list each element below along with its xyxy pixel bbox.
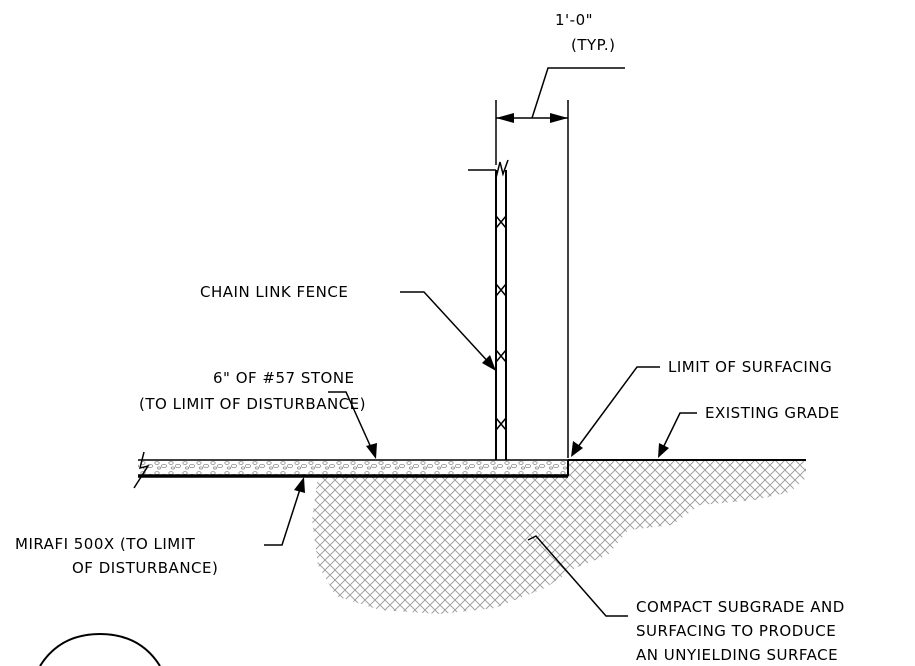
stone-label-sub: (TO LIMIT OF DISTURBANCE) xyxy=(139,395,366,413)
detail-callout-circle xyxy=(39,632,161,666)
existing-grade-label: EXISTING GRADE xyxy=(705,404,840,422)
fence-post xyxy=(468,159,509,460)
compact-subgrade-label-2: SURFACING TO PRODUCE xyxy=(636,622,836,640)
mirafi-label: MIRAFI 500X (TO LIMIT xyxy=(15,535,196,553)
mirafi-label-sub: OF DISTURBANCE) xyxy=(72,559,218,577)
dimension-typ-label: (TYP.) xyxy=(571,36,616,54)
stone-layer xyxy=(138,460,568,476)
dimension-line xyxy=(495,67,625,458)
chain-link-fence-label: CHAIN LINK FENCE xyxy=(200,283,348,301)
compact-subgrade-label-3: AN UNYIELDING SURFACE xyxy=(636,646,838,664)
compact-subgrade-label: COMPACT SUBGRADE AND xyxy=(636,598,845,616)
subgrade-hatch xyxy=(312,460,806,614)
stone-label: 6" OF #57 STONE xyxy=(213,369,355,387)
limit-of-surfacing-label: LIMIT OF SURFACING xyxy=(668,358,832,376)
break-symbol xyxy=(133,451,150,489)
dimension-label: 1'-0" xyxy=(555,11,593,29)
